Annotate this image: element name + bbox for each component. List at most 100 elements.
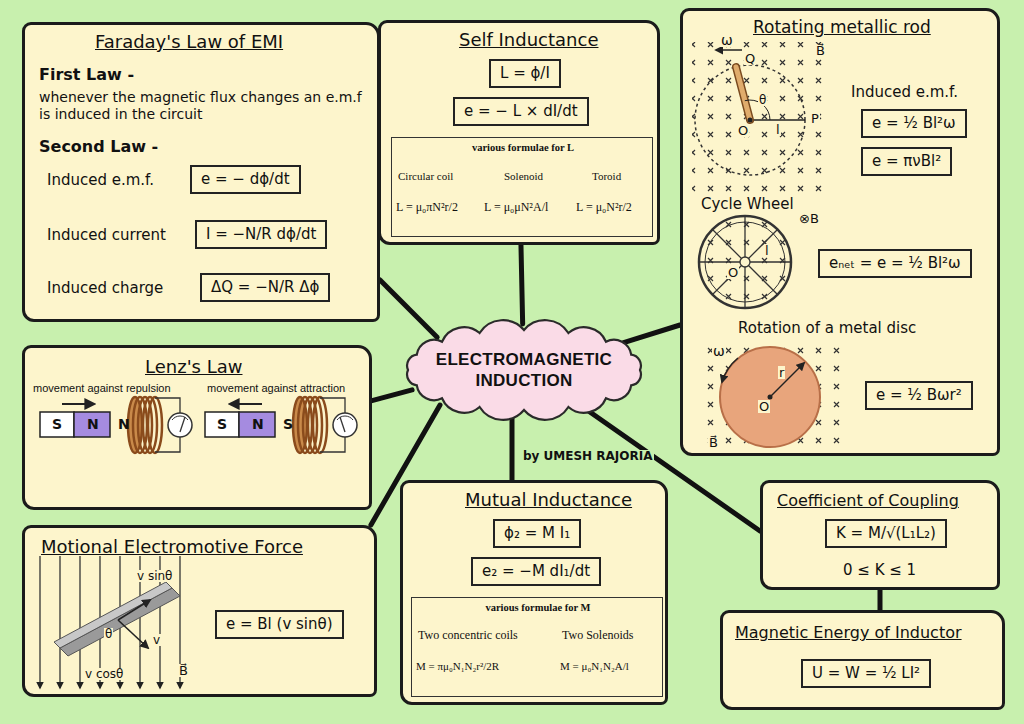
body-text: L = μ₀μN²A/l <box>484 200 548 214</box>
branch-connector <box>521 245 523 324</box>
formula-box: U = W = ½ LI² <box>801 659 931 688</box>
central-title: ELECTROMAGNETIC INDUCTION <box>426 349 622 392</box>
formula-box: e = Bl (v sinθ) <box>215 610 344 639</box>
body-text: Circular coil <box>398 170 453 183</box>
formula-text: ϕ₂ = M I₁ <box>504 524 570 543</box>
formula-box: eₙₑₜ = e = ½ Bl²ω <box>818 249 972 278</box>
body-text: M = πμ₀N₁N₂r²/2R <box>416 660 499 673</box>
topic-panel: Coefficient of Coupling 0 ≤ K ≤ 1 K = M/√(… <box>760 480 1000 590</box>
figure-label: v sinθ <box>136 570 173 582</box>
formula-text: U = W = ½ LI² <box>812 664 920 683</box>
figure-label: N <box>117 417 131 431</box>
branch-connector <box>380 280 437 337</box>
heading: Self Inductance <box>459 29 598 51</box>
body-text: Solenoid <box>504 170 543 183</box>
topic-panel: Lenz's Law movement against repulsion move… <box>22 345 372 510</box>
formula-text: L = ϕ/I <box>500 64 550 83</box>
topic-panel: Self Inductance L = ϕ/I e = − L × dI/dt var… <box>378 20 660 245</box>
heading: Magnetic Energy of Inductor <box>735 623 962 642</box>
heading: Coefficient of Coupling <box>777 491 959 510</box>
body-text: L = μ₀πN²r/2 <box>396 200 458 214</box>
formula-text: e = πνBl² <box>872 152 941 171</box>
body-text: whenever the magnetic flux changes an e.… <box>39 89 369 123</box>
figure-label: Q <box>744 52 756 65</box>
motional-emf-figure <box>40 556 180 688</box>
formula-box: K = M/√(L₁L₂) <box>825 519 947 548</box>
branch-connector <box>624 325 680 343</box>
figure-label: l <box>764 244 770 257</box>
topic-panel: Faraday's Law of EMIFirst Law -whenever … <box>22 22 380 322</box>
formula-box: e = − dϕ/dt <box>190 165 301 194</box>
central-topic: ELECTROMAGNETIC INDUCTION <box>392 316 656 424</box>
branch-connector <box>878 590 883 610</box>
body-text: First Law - <box>39 65 134 84</box>
figure-label: B⃗ <box>178 664 189 677</box>
formula-text: e = Bl (v sinθ) <box>226 615 333 634</box>
formula-text: e₂ = −M dI₁/dt <box>482 562 590 581</box>
heading: Lenz's Law <box>145 356 242 378</box>
figure-label: r <box>778 366 785 379</box>
formula-box: e = ½ Bl²ω <box>861 109 967 138</box>
figure-label: N <box>251 417 265 431</box>
figure-label: l <box>775 123 781 136</box>
body-text: M = μ₀N₁N₂A/l <box>560 660 629 673</box>
heading: Motional Electromotive Force <box>41 536 303 558</box>
figure-label: S <box>282 417 294 431</box>
formula-box: ϕ₂ = M I₁ <box>493 519 581 548</box>
heading: various formulae for M <box>412 602 664 615</box>
figure-label: v <box>152 634 161 646</box>
formula-text: eₙₑₜ = e = ½ Bl²ω <box>829 254 961 273</box>
body-text: Induced e.m.f. <box>47 171 154 189</box>
formula-text: e = ½ Bωr² <box>876 386 962 405</box>
body-text: movement against repulsion <box>33 382 171 395</box>
body-text: Two concentric coils <box>418 628 518 642</box>
body-text: L = μ₀N²r/2 <box>576 200 632 214</box>
cloud-shape <box>407 320 641 420</box>
heading: Mutual Inductance <box>465 489 632 511</box>
author-credit: by UMESH RAJORIA <box>522 450 654 462</box>
formula-box: I = −N/R dϕ/dt <box>195 220 327 249</box>
figure-label: ω <box>720 33 734 47</box>
figure-label: O <box>727 266 739 279</box>
figure-label: S <box>216 417 228 431</box>
body-text: Second Law - <box>39 137 158 156</box>
body-text: movement against attraction <box>207 382 345 395</box>
formula-text: K = M/√(L₁L₂) <box>836 524 936 543</box>
formula-table: various formulae for L Circular coil Solen… <box>391 137 653 237</box>
topic-panel: Mutual Inductance ϕ₂ = M I₁ e₂ = −M dI₁/dt… <box>400 480 668 705</box>
body-text: 0 ≤ K ≤ 1 <box>843 561 916 579</box>
formula-box: ΔQ = −N/R Δϕ <box>200 273 330 302</box>
figure-label: N <box>86 417 100 431</box>
body-text: Induced charge <box>47 279 163 297</box>
formula-box: L = ϕ/I <box>489 59 561 88</box>
figure-label: O <box>758 400 770 413</box>
cycle-wheel-figure <box>699 216 791 308</box>
formula-box: e = ½ Bωr² <box>865 381 973 410</box>
body-text: Rotation of a metal disc <box>738 319 916 337</box>
lenz-attraction-figure <box>205 397 357 453</box>
branch-connector <box>372 390 412 401</box>
rotating-rod-figure <box>692 42 832 192</box>
topic-panel: Motional Electromotive Force e = Bl (v si… <box>22 525 377 697</box>
formula-text: e = − dϕ/dt <box>201 170 290 189</box>
formula-box: e₂ = −M dI₁/dt <box>471 557 601 586</box>
formula-box: e = − L × dI/dt <box>453 97 589 126</box>
branch-connector <box>510 416 515 480</box>
figure-label: B⃗ <box>708 436 719 449</box>
body-text: Induced current <box>47 226 166 244</box>
figure-label: ω <box>712 344 726 358</box>
formula-table: various formulae for M Two concentric coi… <box>411 597 663 697</box>
topic-panel: Magnetic Energy of Inductor U = W = ½ LI² <box>720 610 1005 710</box>
formula-text: ΔQ = −N/R Δϕ <box>211 278 319 297</box>
formula-text: I = −N/R dϕ/dt <box>206 225 316 244</box>
figure-label: ⊗B <box>798 212 820 225</box>
figure-label: B⃗ <box>815 44 826 57</box>
heading: various formulae for L <box>392 142 654 155</box>
body-text: Two Solenoids <box>562 628 634 642</box>
lenz-repulsion-figure <box>40 397 192 453</box>
topic-panel: Rotating metallic rodInduced e.m.f.Cycle… <box>680 8 1000 456</box>
cloud-outline <box>392 316 656 424</box>
figure-label: S <box>51 417 63 431</box>
metal-disc-figure <box>702 342 847 452</box>
figure-label: θ <box>104 628 113 640</box>
